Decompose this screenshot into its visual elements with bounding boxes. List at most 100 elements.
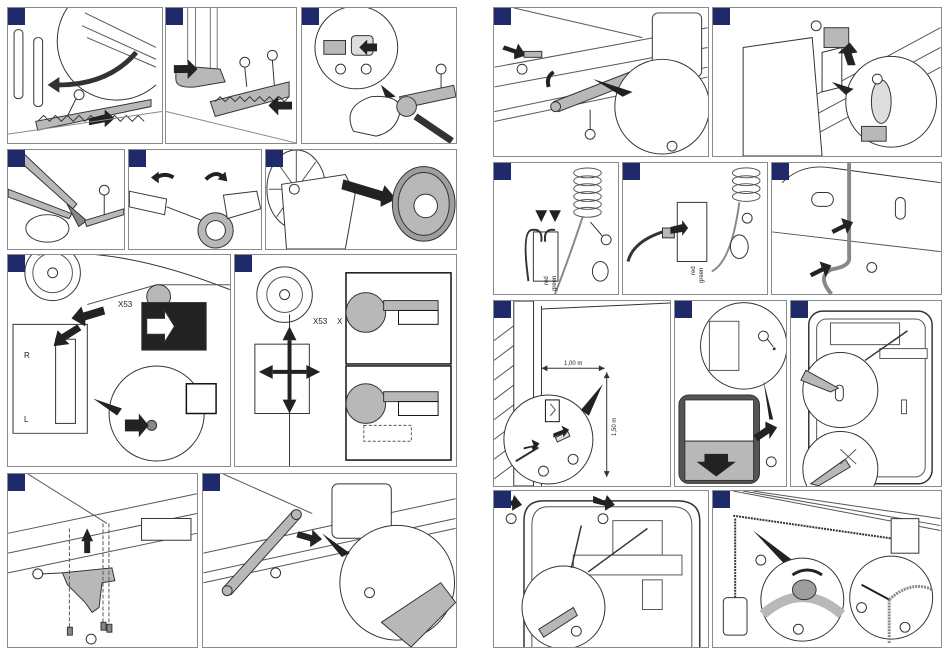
mark-l-label: L (24, 415, 28, 424)
arrow-up (81, 528, 93, 553)
left-page: X53 R L X53 X (0, 0, 470, 655)
step-panel-7: X53 R L (7, 254, 231, 467)
bracket-mount-illustration (8, 474, 197, 647)
callout-circle (336, 64, 346, 74)
mark-drill-holes-illustration (791, 301, 941, 486)
hand (223, 191, 260, 218)
arrow-curved (52, 52, 136, 85)
step-panel-19 (493, 490, 709, 648)
drill-bit-icon (545, 400, 559, 422)
step-badge (8, 474, 25, 491)
step-badge (203, 474, 220, 491)
rail-bracket-illustration (713, 8, 941, 156)
step-panel-8: X53 X (234, 254, 457, 467)
callout-circle (33, 569, 43, 579)
step-panel-3 (301, 7, 457, 144)
callout-circle (568, 454, 578, 464)
cable-route-illustration (772, 163, 941, 294)
step-panel-9 (7, 473, 198, 648)
remove-cover-illustration (675, 301, 786, 486)
alignment-illustration (235, 255, 456, 466)
arrow-left (71, 307, 105, 327)
arrow-right (306, 365, 320, 379)
door-arm-pin-illustration (494, 8, 708, 156)
step-badge (675, 301, 692, 318)
tensioner-illustration (302, 8, 456, 143)
hand (350, 96, 401, 136)
step-panel-13: red green (493, 162, 619, 295)
step-panel-18 (790, 300, 942, 487)
callout-circle (267, 50, 277, 60)
step-badge (235, 255, 252, 272)
callout-circle (598, 514, 608, 524)
step-panel-20 (712, 490, 942, 648)
callout-circle (811, 21, 821, 31)
arrow-right (502, 44, 526, 60)
callout-circle (758, 331, 768, 341)
extra-label: X (337, 317, 342, 326)
callout-circle (361, 64, 371, 74)
wire-label-green: green (552, 276, 558, 291)
right-page: red green red green (480, 0, 950, 655)
step-panel-2 (165, 7, 297, 144)
step-badge (791, 301, 808, 318)
step-badge (713, 491, 730, 508)
step-badge (266, 150, 283, 167)
step-badge (494, 163, 511, 180)
step-badge (772, 163, 789, 180)
step-panel-16: 1,00 m 1,50 m (493, 300, 671, 487)
step-badge (494, 8, 511, 25)
wire-label-green: green (699, 268, 705, 283)
callout-circle (86, 634, 96, 644)
arrow (810, 261, 832, 277)
horizontal-distance-label: 1,00 m (564, 361, 582, 367)
belt-removal-illustration (8, 8, 162, 143)
step-panel-12 (712, 7, 942, 157)
step-badge (623, 163, 640, 180)
screwdriver-illustration (129, 150, 261, 249)
bracket (62, 568, 114, 612)
callout-circle (742, 213, 752, 223)
drive-wheel-illustration (266, 150, 456, 249)
wall-switch (723, 598, 747, 636)
step-badge (713, 8, 730, 25)
wire-label-red: red (544, 276, 550, 285)
callout-circle (240, 57, 250, 67)
step-badge (302, 8, 319, 25)
callout-circle (571, 626, 581, 636)
wall-switch-position-illustration (494, 301, 670, 486)
step-badge (8, 150, 25, 167)
callout-circle (857, 603, 867, 613)
fix-housing-illustration (494, 491, 708, 647)
motor-head-illustration (8, 255, 230, 466)
step-badge (8, 255, 25, 272)
callout-circle (872, 74, 882, 84)
callout-circle (365, 588, 375, 598)
step-panel-1 (7, 7, 163, 144)
callout-circle (900, 622, 910, 632)
callout-circle (766, 457, 776, 467)
step-panel-11 (493, 7, 709, 157)
arrow-curved (548, 72, 554, 87)
callout-circle (585, 129, 595, 139)
step-panel-4 (7, 149, 125, 250)
step-panel-10 (202, 473, 457, 648)
callout-circle (271, 568, 281, 578)
callout-circle (601, 235, 611, 245)
wire-terminals-illustration (494, 163, 618, 294)
step-panel-6 (265, 149, 457, 250)
door-arm-illustration (203, 474, 456, 647)
step-panel-5 (128, 149, 262, 250)
arrow-right (296, 529, 322, 547)
step-badge (129, 150, 146, 167)
belt-clip-illustration (166, 8, 296, 143)
step-panel-14: red green (622, 162, 768, 295)
callout-circle (793, 624, 803, 634)
wire-label-red: red (691, 266, 697, 275)
step-badge (494, 301, 511, 318)
coiled-cable-illustration (713, 491, 941, 647)
step-panel-15 (771, 162, 942, 295)
callout-circle (667, 141, 677, 151)
step-badge (494, 491, 511, 508)
motor-housing (743, 38, 822, 156)
